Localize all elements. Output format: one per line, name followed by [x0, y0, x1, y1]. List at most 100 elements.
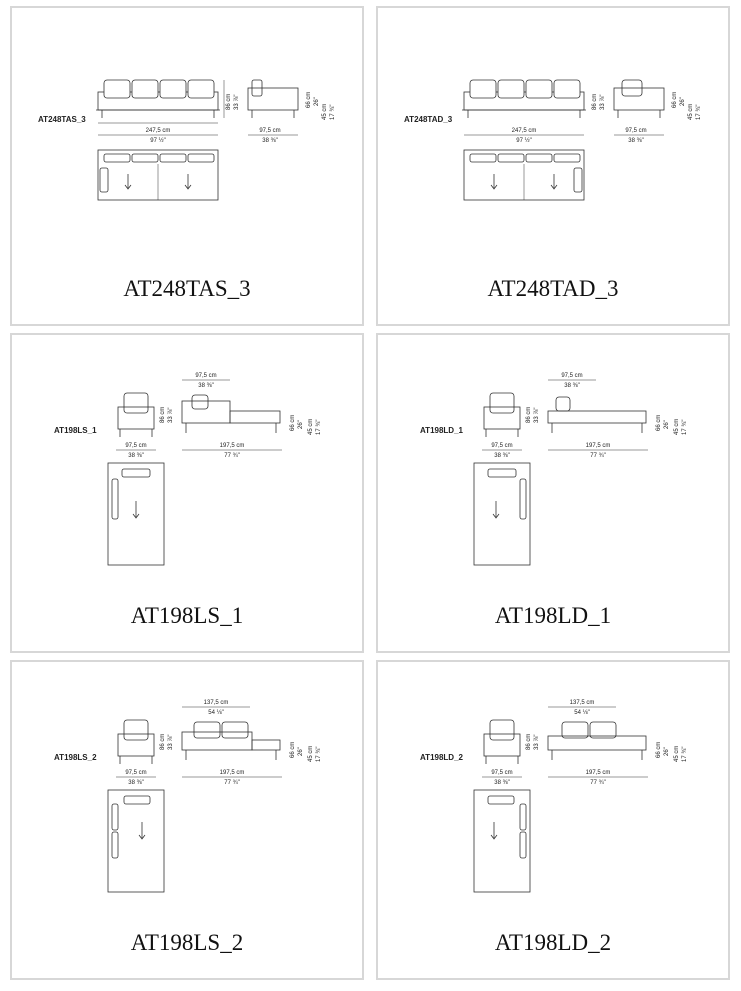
- seat-in-label: 26": [680, 97, 686, 106]
- seat2-in-label: 17 ¾": [682, 420, 688, 435]
- width-in-label: 77 ¾": [224, 780, 239, 786]
- product-caption: AT198LD_1: [494, 603, 612, 628]
- dimension-drawing: 97,5 cm 38 ⅜" AT198LS_1 86 cm 33 ⅞" 97,5…: [54, 373, 322, 566]
- seat2-cm-label: 45 cm: [308, 746, 314, 762]
- width-cm-label: 247,5 cm: [512, 128, 537, 134]
- depth-cm-label: 97,5 cm: [625, 128, 646, 134]
- chaise-side-elevation: [547, 396, 647, 433]
- depth-cm-label: 97,5 cm: [491, 770, 512, 776]
- top-in-label: 38 ⅜": [198, 383, 213, 389]
- product-card-at198ld-1[interactable]: 97,5 cm 38 ⅜" AT198LD_1 86 cm 33 ⅞" 97,5…: [376, 333, 730, 653]
- seat2-cm-label: 45 cm: [308, 419, 314, 435]
- sofa-side-elevation: [247, 79, 299, 118]
- chaise-side-elevation: [181, 394, 281, 433]
- seat-cm-label: 66 cm: [656, 742, 662, 758]
- seat2-cm-label: 45 cm: [688, 104, 694, 120]
- seat-in-label: 26": [298, 747, 304, 756]
- seat2-cm-label: 45 cm: [674, 419, 680, 435]
- seat-cm-label: 66 cm: [290, 742, 296, 758]
- depth-in-label: 38 ⅜": [128, 453, 143, 459]
- chaise-plan-view: [107, 462, 165, 566]
- dimension-drawing: AT248TAD_3 247,5 cm 97 ½" 86 cm 33 ⅞" 97…: [404, 79, 702, 201]
- height-cm-label: 86 cm: [592, 94, 598, 110]
- top-in-label: 38 ⅜": [564, 383, 579, 389]
- width-cm-label: 197,5 cm: [586, 443, 611, 449]
- seat2-in-label: 17 ¾": [316, 747, 322, 762]
- depth-cm-label: 97,5 cm: [259, 128, 280, 134]
- width-in-label: 97 ½": [150, 137, 165, 144]
- depth-cm-label: 97,5 cm: [491, 443, 512, 449]
- product-caption: AT248TAS_3: [123, 276, 251, 301]
- armchair-front-elevation: [117, 392, 155, 437]
- depth-in-label: 38 ⅜": [628, 138, 643, 144]
- width-cm-label: 197,5 cm: [220, 770, 245, 776]
- model-code-label: AT248TAD_3: [404, 115, 453, 124]
- seat-in-label: 26": [298, 420, 304, 429]
- top-cm-label: 97,5 cm: [195, 373, 216, 379]
- seat-cm-label: 66 cm: [290, 415, 296, 431]
- depth-in-label: 38 ⅜": [262, 138, 277, 144]
- height-cm-label: 86 cm: [526, 407, 532, 423]
- seat-in-label: 26": [664, 420, 670, 429]
- width-in-label: 97 ½": [516, 137, 531, 144]
- seat-cm-label: 66 cm: [672, 92, 678, 108]
- seat-cm-label: 66 cm: [656, 415, 662, 431]
- top-cm-label: 137,5 cm: [570, 700, 595, 706]
- height-cm-label: 86 cm: [226, 94, 232, 110]
- width-in-label: 77 ¾": [224, 453, 239, 459]
- top-cm-label: 97,5 cm: [561, 373, 582, 379]
- seat-in-label: 26": [664, 747, 670, 756]
- chaise-side-elevation: [547, 721, 647, 760]
- product-caption: AT198LS_1: [130, 603, 244, 628]
- product-card-at198ls-1[interactable]: 97,5 cm 38 ⅜" AT198LS_1 86 cm 33 ⅞" 97,5…: [10, 333, 364, 653]
- product-card-at198ld-2[interactable]: 137,5 cm 54 ⅛" AT198LD_2 86 cm 33 ⅞" 97,…: [376, 660, 730, 980]
- height-cm-label: 86 cm: [160, 407, 166, 423]
- product-card-at248tas-3[interactable]: AT248TAS_3 247,5 cm 97 ½" 86 cm 33 ⅞" 97…: [10, 6, 364, 326]
- top-in-label: 54 ⅛": [208, 710, 223, 716]
- product-caption: AT248TAD_3: [487, 276, 619, 301]
- seat-cm-label: 66 cm: [306, 92, 312, 108]
- dimension-drawing: 137,5 cm 54 ⅛" AT198LS_2 86 cm 33 ⅞" 97,…: [54, 700, 322, 893]
- product-card-at248tad-3[interactable]: AT248TAD_3 247,5 cm 97 ½" 86 cm 33 ⅞" 97…: [376, 6, 730, 326]
- armchair-front-elevation: [483, 719, 521, 764]
- width-in-label: 77 ¾": [590, 453, 605, 459]
- seat-in-label: 26": [314, 97, 320, 106]
- seat2-cm-label: 45 cm: [322, 104, 328, 120]
- height-in-label: 33 ⅞": [600, 95, 606, 110]
- sofa-plan-view: [463, 149, 585, 201]
- dimension-drawing: AT248TAS_3 247,5 cm 97 ½" 86 cm 33 ⅞" 97…: [38, 79, 336, 201]
- sofa-side-elevation: [613, 79, 665, 118]
- model-code-label: AT248TAS_3: [38, 115, 86, 124]
- model-code-label: AT198LS_2: [54, 753, 97, 762]
- seat2-cm-label: 45 cm: [674, 746, 680, 762]
- chaise-plan-view: [107, 789, 165, 893]
- model-code-label: AT198LS_1: [54, 426, 97, 435]
- chaise-plan-view: [473, 789, 531, 893]
- seat2-in-label: 17 ¾": [696, 105, 702, 120]
- dimension-drawing: 97,5 cm 38 ⅜" AT198LD_1 86 cm 33 ⅞" 97,5…: [420, 373, 688, 566]
- width-cm-label: 197,5 cm: [220, 443, 245, 449]
- dimension-drawing: 137,5 cm 54 ⅛" AT198LD_2 86 cm 33 ⅞" 97,…: [420, 700, 688, 893]
- height-in-label: 33 ⅞": [168, 735, 174, 750]
- depth-cm-label: 97,5 cm: [125, 443, 146, 449]
- height-in-label: 33 ⅞": [534, 735, 540, 750]
- width-cm-label: 197,5 cm: [586, 770, 611, 776]
- armchair-front-elevation: [483, 392, 521, 437]
- width-in-label: 77 ¾": [590, 780, 605, 786]
- depth-in-label: 38 ⅜": [494, 780, 509, 786]
- height-cm-label: 86 cm: [160, 734, 166, 750]
- sofa-plan-view: [97, 149, 219, 201]
- width-cm-label: 247,5 cm: [146, 128, 171, 134]
- product-caption: AT198LS_2: [130, 930, 244, 955]
- top-in-label: 54 ⅛": [574, 710, 589, 716]
- product-caption: AT198LD_2: [494, 930, 612, 955]
- height-in-label: 33 ⅞": [234, 95, 240, 110]
- sofa-front-elevation: [462, 79, 586, 118]
- model-code-label: AT198LD_1: [420, 426, 464, 435]
- product-card-at198ls-2[interactable]: 137,5 cm 54 ⅛" AT198LS_2 86 cm 33 ⅞" 97,…: [10, 660, 364, 980]
- seat2-in-label: 17 ¾": [316, 420, 322, 435]
- depth-in-label: 38 ⅜": [128, 780, 143, 786]
- chaise-side-elevation: [181, 721, 281, 760]
- seat2-in-label: 17 ¾": [330, 105, 336, 120]
- chaise-plan-view: [473, 462, 531, 566]
